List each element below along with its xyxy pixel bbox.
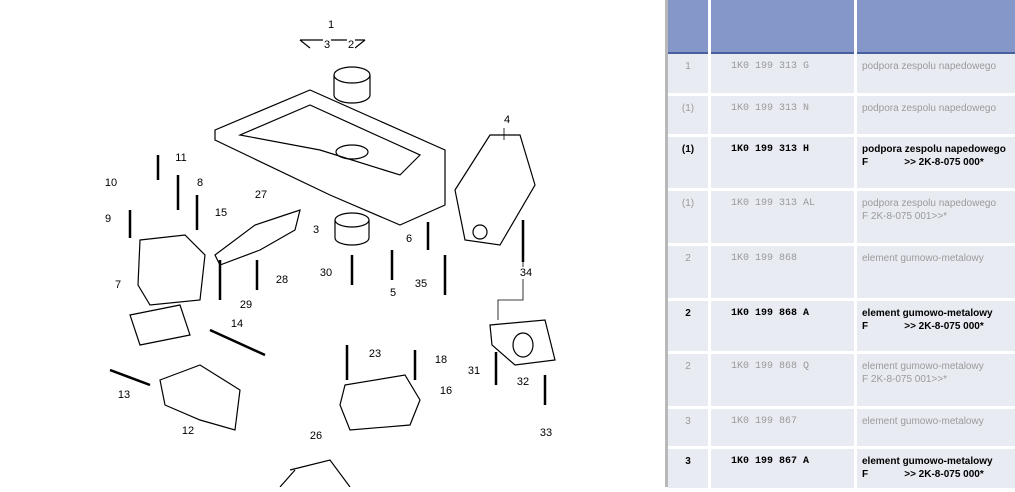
- callout-number[interactable]: 30: [319, 267, 333, 279]
- part-number[interactable]: 1K0 199 313 G: [710, 53, 856, 94]
- callout-number[interactable]: 10: [104, 177, 118, 189]
- position-number: (1): [668, 135, 710, 189]
- table-row[interactable]: (1) 1K0 199 313 H podpora zespolu napedo…: [668, 135, 1015, 189]
- callout-number[interactable]: 27: [254, 189, 268, 201]
- validity-note: F >> 2K-8-075 000*: [862, 156, 1010, 169]
- callout-number[interactable]: 28: [275, 274, 289, 286]
- description: element gumowo-metalowy: [862, 360, 1010, 373]
- callout-number[interactable]: 5: [389, 287, 397, 299]
- description: podpora zespolu napedowego: [862, 143, 1010, 156]
- callout-number[interactable]: 8: [196, 177, 204, 189]
- position-number: (1): [668, 94, 710, 135]
- part-number[interactable]: 1K0 199 313 H: [710, 135, 856, 189]
- callout-number[interactable]: 14: [230, 318, 244, 330]
- description: podpora zespolu napedowego: [862, 102, 1010, 115]
- part-number[interactable]: 1K0 199 868 A: [710, 299, 856, 352]
- validity-note: F 2K-8-075 001>>*: [862, 210, 1010, 223]
- callout-number[interactable]: 16: [439, 385, 453, 397]
- callout-number[interactable]: 15: [214, 207, 228, 219]
- exploded-view-drawing: [0, 0, 665, 487]
- validity-note: F >> 2K-8-075 000*: [862, 468, 1010, 481]
- callout-number[interactable]: 9: [104, 213, 112, 225]
- callout-number[interactable]: 33: [539, 427, 553, 439]
- callout-number[interactable]: 31: [467, 365, 481, 377]
- position-number: 2: [668, 299, 710, 352]
- description: podpora zespolu napedowego: [862, 60, 1010, 73]
- callout-number[interactable]: 1: [327, 19, 335, 31]
- part-number[interactable]: 1K0 199 313 AL: [710, 189, 856, 244]
- description-cell: element gumowo-metalowy: [856, 407, 1015, 447]
- callout-number[interactable]: 2: [347, 39, 355, 51]
- description: element gumowo-metalowy: [862, 455, 1010, 468]
- position-number: 1: [668, 53, 710, 94]
- callout-number[interactable]: 26: [309, 430, 323, 442]
- part-number[interactable]: 1K0 199 313 N: [710, 94, 856, 135]
- position-number: (1): [668, 189, 710, 244]
- description-cell: element gumowo-metalowy: [856, 244, 1015, 299]
- callout-number[interactable]: 7: [114, 279, 122, 291]
- description-cell: podpora zespolu napedowego: [856, 94, 1015, 135]
- description-cell: podpora zespolu napedowego: [856, 53, 1015, 94]
- position-number: 3: [668, 447, 710, 489]
- description: element gumowo-metalowy: [862, 415, 1010, 428]
- table-header: [668, 0, 1015, 53]
- part-number[interactable]: 1K0 199 867: [710, 407, 856, 447]
- table-row[interactable]: (1) 1K0 199 313 AL podpora zespolu naped…: [668, 189, 1015, 244]
- callout-number[interactable]: 34: [519, 267, 533, 279]
- table-row[interactable]: 3 1K0 199 867 element gumowo-metalowy: [668, 407, 1015, 447]
- validity-note: F 2K-8-075 001>>*: [862, 373, 1010, 386]
- description: element gumowo-metalowy: [862, 307, 1010, 320]
- position-number: 2: [668, 244, 710, 299]
- description: element gumowo-metalowy: [862, 252, 1010, 265]
- callout-number[interactable]: 4: [503, 114, 511, 126]
- callout-number[interactable]: 3: [312, 224, 320, 236]
- part-number[interactable]: 1K0 199 868 Q: [710, 352, 856, 407]
- callout-number[interactable]: 32: [516, 376, 530, 388]
- description: podpora zespolu napedowego: [862, 197, 1010, 210]
- validity-note: F >> 2K-8-075 000*: [862, 320, 1010, 333]
- callout-number[interactable]: 29: [239, 299, 253, 311]
- callout-number[interactable]: 11: [174, 152, 187, 164]
- position-number: 3: [668, 407, 710, 447]
- callout-number[interactable]: 13: [117, 389, 131, 401]
- callout-number[interactable]: 3: [323, 39, 331, 51]
- parts-table: 1 1K0 199 313 G podpora zespolu napedowe…: [668, 0, 1015, 491]
- table-row[interactable]: (1) 1K0 199 313 N podpora zespolu napedo…: [668, 94, 1015, 135]
- part-number[interactable]: 1K0 199 868: [710, 244, 856, 299]
- callout-number[interactable]: 18: [434, 354, 448, 366]
- callout-number[interactable]: 35: [414, 278, 428, 290]
- callout-number[interactable]: 12: [181, 425, 195, 437]
- position-number: 2: [668, 352, 710, 407]
- table-row[interactable]: 2 1K0 199 868 element gumowo-metalowy: [668, 244, 1015, 299]
- callout-number[interactable]: 23: [368, 348, 382, 360]
- table-row[interactable]: 1 1K0 199 313 G podpora zespolu napedowe…: [668, 53, 1015, 94]
- callout-number[interactable]: 6: [405, 233, 413, 245]
- part-number[interactable]: 1K0 199 867 A: [710, 447, 856, 489]
